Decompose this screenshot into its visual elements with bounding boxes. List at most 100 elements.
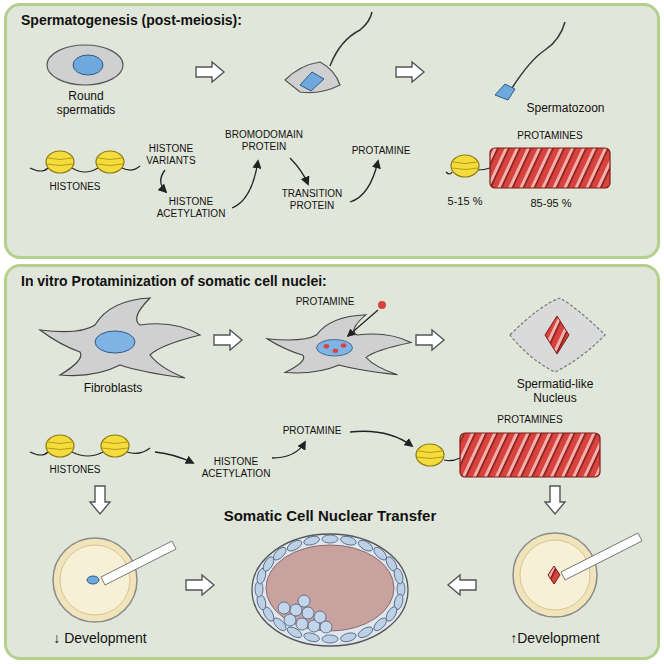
protamine-coil	[460, 433, 600, 477]
elongating-spermatid	[285, 12, 372, 93]
inner-cell	[298, 595, 310, 607]
spermatid-like-cell	[510, 298, 605, 372]
oocyte	[101, 541, 176, 585]
nucleosome	[451, 155, 479, 177]
part-label: Spermatozoon	[518, 102, 613, 116]
block-arrow	[214, 330, 444, 350]
spermatozoon-cell	[495, 22, 565, 100]
block-arrow	[416, 330, 444, 350]
spermatid-like-cell	[510, 298, 605, 372]
trophectoderm-cell	[357, 625, 375, 640]
protaminized-fibroblast	[324, 344, 329, 349]
panel-ground	[5, 4, 659, 258]
blastocyst	[252, 534, 408, 646]
flow-arrow	[232, 161, 258, 208]
protamine-coil	[490, 148, 610, 188]
blastocyst	[266, 545, 394, 631]
oocyte	[548, 566, 560, 584]
panel-box: In vitro Protaminization of somatic cell…	[4, 264, 660, 660]
elongating-spermatid	[285, 62, 340, 93]
elongating-spermatid	[300, 72, 324, 91]
blastocyst	[252, 534, 408, 646]
method-label: Somatic Cell Nuclear Transfer	[165, 507, 495, 524]
nucleosome	[46, 435, 74, 457]
protamine-entry	[348, 310, 378, 336]
round-spermatid	[47, 45, 123, 85]
spermatozoon-cell	[495, 84, 515, 100]
flow-arrow	[155, 431, 412, 463]
oocyte	[60, 545, 130, 615]
fibroblast-cell	[95, 331, 135, 353]
trophectoderm	[255, 535, 405, 643]
fibroblast-cell	[40, 298, 200, 378]
oocyte	[53, 538, 137, 622]
flow-arrow	[161, 170, 166, 192]
block-arrow	[396, 62, 424, 82]
elongating-spermatid	[330, 12, 372, 66]
block-arrow	[214, 330, 242, 350]
trophectoderm-cell	[322, 635, 338, 643]
nucleosome	[416, 444, 444, 466]
part-label: Fibroblasts	[68, 382, 158, 396]
part-label: PROTAMINE	[348, 145, 414, 157]
outcome-label: ↓ Development	[40, 630, 160, 646]
part-label: HISTONE ACETYLATION	[150, 196, 232, 219]
part-label: 85-95 %	[520, 197, 582, 210]
oocyte	[561, 533, 642, 580]
trophectoderm-cell	[372, 616, 389, 633]
nucleosome	[46, 151, 479, 177]
part-label: 5-15 %	[438, 195, 492, 208]
trophectoderm-cell	[357, 538, 375, 553]
oocyte	[520, 540, 590, 610]
trophectoderm-cell	[340, 631, 358, 643]
dna-strand	[444, 458, 460, 461]
trophectoderm-cell	[303, 535, 321, 547]
trophectoderm-cell	[340, 535, 358, 547]
protaminized-fibroblast	[333, 349, 338, 354]
panel-title: Spermatogenesis (post-meiosis):	[21, 12, 242, 28]
outcome-label: ↑Development	[495, 630, 615, 646]
part-label: TRANSITION PROTEIN	[273, 188, 351, 211]
protaminized-fibroblast	[341, 343, 346, 348]
trophectoderm-cell	[303, 631, 321, 643]
flow-arrow	[350, 431, 412, 446]
protaminized-fibroblast	[267, 315, 411, 375]
oocyte	[53, 538, 176, 622]
panel-title: In vitro Protaminization of somatic cell…	[21, 273, 327, 289]
flow-arrow	[272, 442, 305, 458]
part-label: HISTONES	[35, 181, 115, 193]
protaminized-fibroblast	[267, 315, 411, 375]
part-label: HISTONE ACETYLATION	[194, 456, 278, 479]
inner-cell	[296, 618, 308, 630]
part-label: PROTAMINES	[488, 414, 572, 426]
inner-cell	[320, 621, 332, 633]
inner-cell	[278, 602, 290, 614]
flow-arrow	[290, 158, 308, 184]
block-arrow	[196, 62, 224, 82]
part-label: BROMODOMAIN PROTEIN	[222, 129, 306, 152]
round-spermatid	[73, 55, 103, 75]
part-label: HISTONE VARIANTS	[138, 143, 204, 166]
protaminized-fibroblast	[317, 340, 353, 357]
oocyte	[513, 533, 642, 617]
part-label: Spermatid-like Nucleus	[495, 378, 615, 406]
oocyte	[513, 533, 597, 617]
dna-strand	[30, 166, 140, 172]
trophectoderm-cell	[271, 545, 288, 562]
nucleosome	[96, 151, 124, 173]
spermatozoon-cell	[512, 22, 565, 88]
part-label: PROTAMINE	[278, 425, 346, 437]
block-arrow	[90, 486, 110, 514]
trophectoderm-cell	[322, 535, 338, 543]
trophectoderm-cell	[393, 567, 405, 585]
part-label: Round spermatids	[45, 90, 127, 118]
round-spermatid	[47, 45, 123, 85]
protamine-entry	[378, 301, 386, 309]
oocyte	[87, 576, 99, 584]
panel-ground	[5, 4, 659, 659]
inner-cell-mass	[278, 595, 332, 633]
panel-box: Spermatogenesis (post-meiosis):	[4, 3, 660, 259]
flow-arrow	[155, 452, 193, 463]
